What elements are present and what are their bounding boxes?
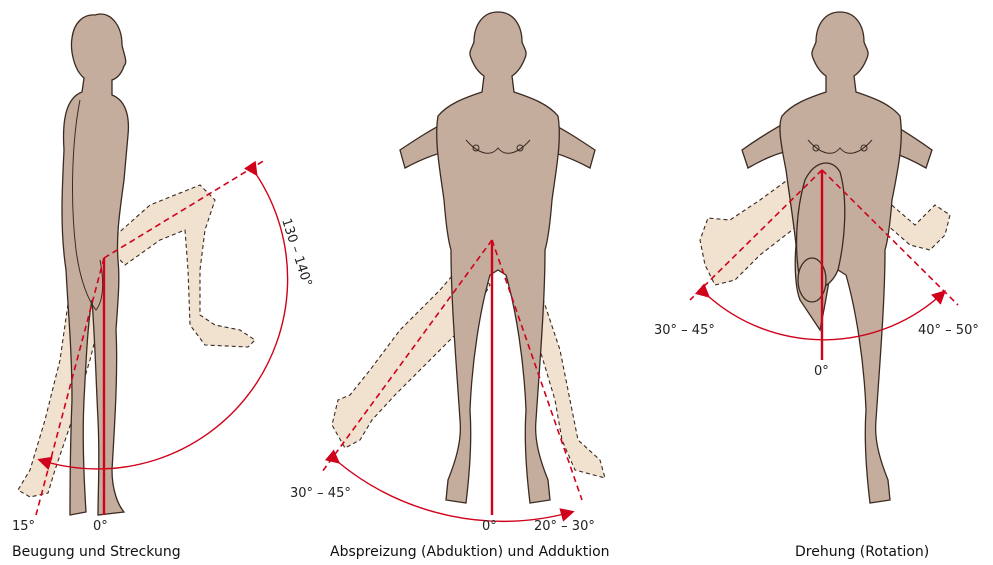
label-flexion-range: 130 – 140° [278,217,314,289]
panel-flexion-extension: 130 – 140° 15° 0° Beugung und Streckung [12,14,314,560]
panel-abduction-adduction: 30° – 45° 0° 20° – 30° Abspreizung (Abdu… [290,12,610,560]
caption-rotation: Drehung (Rotation) [795,544,929,560]
label-neutral-1: 0° [93,519,108,534]
body-front-view [437,12,560,503]
label-neutral-3: 0° [814,364,829,379]
caption-abduction-adduction: Abspreizung (Abduktion) und Adduktion [330,544,610,560]
label-adduction: 20° – 30° [534,519,595,534]
caption-flexion-extension: Beugung und Streckung [12,544,181,560]
label-abduction: 30° – 45° [290,486,351,501]
body-side-view [62,14,128,515]
label-neutral-2: 0° [482,519,497,534]
label-extension: 15° [12,519,35,534]
panel-rotation: 30° – 45° 40° – 50° 0° Drehung (Rotation… [654,12,979,560]
label-inward: 40° – 50° [918,323,979,338]
ghost-leg-flexion [105,185,255,347]
label-outward: 30° – 45° [654,323,715,338]
